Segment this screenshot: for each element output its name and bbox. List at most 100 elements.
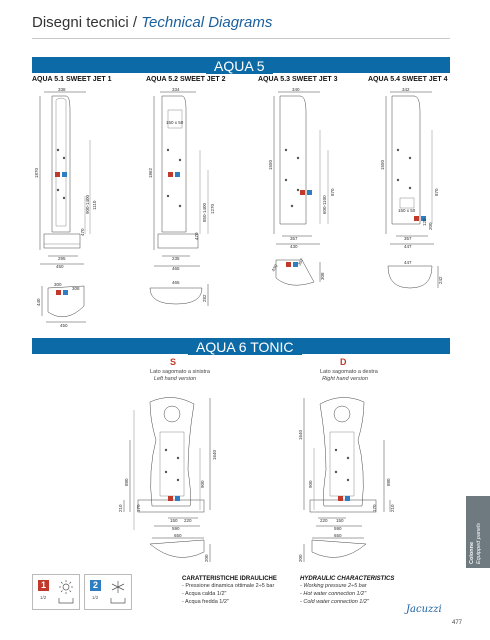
dim-5-1-plan-b: 308 — [72, 286, 80, 291]
aqua6-right-caption: Lato sagomato a destra Right hand versio… — [320, 369, 378, 383]
model-label-5-2: AQUA 5.2 SWEET JET 2 — [146, 76, 226, 83]
dim-6-left-height: 1640 — [212, 449, 217, 460]
dim-5-2-h3: 850-1400 — [202, 202, 207, 222]
aqua5-2-plan-drawing — [149, 284, 209, 306]
dim-5-4-plan-side: 242 — [438, 276, 443, 284]
page-title-it: Disegni tecnici / — [32, 14, 138, 31]
aqua6-right-caption-en: Right hand version — [322, 376, 368, 382]
dim-5-3-h3: 600-1100 — [322, 195, 327, 214]
specs-en-item: - Cold water connection 1/2" — [300, 599, 369, 605]
dim-5-4-h3: 120 — [422, 218, 427, 226]
legend-badge-1-sub: 1/2 — [40, 595, 47, 600]
aqua5-3-front-drawing — [273, 91, 329, 245]
dim-5-4-w2: 447 — [404, 244, 412, 249]
specs-en-title: HYDRAULIC CHARACTERISTICS — [300, 576, 395, 582]
specs-it-item: - Acqua fredda 1/2" — [182, 599, 229, 605]
sun-icon — [58, 580, 74, 604]
dim-5-2-height: 1862 — [148, 167, 153, 178]
page-title-en: Technical Diagrams — [141, 14, 273, 31]
aqua6-section-title: AQUA 6 TONIC — [188, 338, 302, 355]
dim-5-3-w2: 430 — [290, 244, 298, 249]
dim-5-4-height: 1550 — [380, 159, 385, 170]
dim-6-right-h4: 210 — [390, 504, 395, 512]
dim-6-left-plan-w: 650 — [174, 533, 182, 538]
specs-it-item: - Acqua calda 1/2" — [182, 591, 227, 597]
legend-badge-1: 1 — [38, 580, 49, 591]
dim-5-2-plan-w: 465 — [172, 280, 180, 285]
dim-5-3-plan-c: 308 — [320, 272, 325, 280]
aqua5-technical-drawings: 338 1870 1110 900-1400 470 295 450 450 4… — [34, 87, 443, 328]
dim-5-1-w2: 450 — [56, 264, 64, 269]
dim-5-2-h2: 1270 — [210, 203, 215, 214]
brand-logo: Jacuzzi — [406, 604, 442, 615]
page-title: Disegni tecnici / Technical Diagrams — [32, 14, 272, 31]
dim-5-1-plan-a: 300 — [54, 282, 62, 287]
specs-en-item: - Hot water connection 1/2" — [300, 591, 367, 597]
dim-6-left-w3: 590 — [172, 526, 180, 531]
dim-5-2-top: 334 — [172, 87, 180, 92]
dim-5-1-h3: 900-1400 — [85, 194, 90, 214]
dim-5-2-w2: 465 — [172, 266, 180, 271]
legend-badge-2: 2 — [90, 580, 101, 591]
aqua6-left-plan-drawing — [149, 537, 211, 562]
dim-6-left-w1: 150 — [170, 518, 178, 523]
dim-5-3-top: 340 — [292, 87, 300, 92]
side-tab-line1: Colonne — [469, 542, 475, 564]
dim-5-2-h4: 470 — [194, 232, 199, 240]
specs-english: HYDRAULIC CHARACTERISTICS - Working pres… — [300, 576, 394, 606]
dim-6-right-w1: 220 — [320, 518, 328, 523]
side-tab-label: Colonne Equipped panels — [469, 523, 483, 564]
dim-5-3-plan-a: 430 — [271, 263, 279, 272]
aqua6-right-letter: D — [340, 357, 347, 367]
dim-6-right-height: 1640 — [298, 429, 303, 440]
dim-5-2-box: 150 x 50 — [166, 120, 184, 125]
aqua6-right-plan-drawing — [303, 537, 367, 562]
aqua6-left-front-drawing — [123, 397, 211, 530]
specs-en-item: - Working pressure 2÷5 bar — [300, 583, 367, 589]
side-tab-line2: Equipped panels — [476, 523, 482, 564]
aqua5-2-front-drawing — [153, 91, 209, 267]
dim-6-right-w2: 150 — [336, 518, 344, 523]
aqua6-right-caption-it: Lato sagomato a destra — [320, 369, 378, 375]
page-number: 477 — [452, 620, 463, 626]
snowflake-icon — [110, 581, 126, 604]
dim-6-right-plan-side: 200 — [298, 554, 303, 562]
aqua6-right-front-drawing — [303, 397, 391, 527]
model-label-5-1: AQUA 5.1 SWEET JET 1 — [32, 76, 112, 83]
aqua5-4-front-drawing — [385, 91, 434, 245]
dim-6-left-w2: 220 — [184, 518, 192, 523]
dim-5-4-plan-w: 447 — [404, 260, 412, 265]
dim-5-1-h4: 470 — [80, 228, 85, 236]
dim-5-3-height: 1550 — [268, 159, 273, 170]
dim-5-1-top: 338 — [58, 87, 66, 92]
dim-5-1-plan-side: 440 — [36, 298, 41, 306]
aqua5-1-front-drawing — [39, 91, 91, 265]
dim-6-right-w3: 590 — [334, 526, 342, 531]
legend-badge-2-sub: 1/2 — [92, 595, 99, 600]
dim-5-3-w1: 357 — [290, 236, 298, 241]
title-divider — [32, 38, 450, 39]
side-tab[interactable]: Colonne Equipped panels — [466, 496, 490, 568]
dim-5-4-box: 150 x 50 — [398, 208, 416, 213]
specs-italian: CARATTERISTICHE IDRAULICHE - Pressione d… — [182, 576, 277, 606]
dim-6-left-h3: 900 — [200, 480, 205, 488]
dim-5-1-plan-w: 450 — [60, 323, 68, 328]
aqua6-left-letter: S — [170, 357, 177, 367]
dim-5-1-height: 1870 — [34, 167, 39, 178]
dim-5-2-plan-side: 282 — [202, 294, 207, 302]
aqua5-3-plan-drawing — [275, 259, 321, 286]
dim-5-4-h4: 200 — [428, 222, 433, 230]
legend-hot-water: 1 1/2 — [32, 574, 80, 610]
dim-6-left-h4: 210 — [118, 504, 123, 512]
aqua5-1-plan-drawing — [41, 285, 86, 323]
dim-5-2-w1: 235 — [172, 256, 180, 261]
specs-it-item: - Pressione dinamica ottimale 2÷5 bar — [182, 583, 275, 589]
model-label-5-4: AQUA 5.4 SWEET JET 4 — [368, 76, 448, 83]
dim-5-4-top: 342 — [402, 87, 410, 92]
dim-5-4-w1: 357 — [404, 236, 412, 241]
dim-6-left-h5: 170 — [136, 504, 141, 512]
dim-5-3-plan-b: 357 — [297, 257, 305, 266]
model-label-5-3: AQUA 5.3 SWEET JET 3 — [258, 76, 338, 83]
aqua6-left-caption-en: Left hand version — [153, 376, 197, 382]
dim-5-4-h2: 870 — [434, 188, 439, 196]
